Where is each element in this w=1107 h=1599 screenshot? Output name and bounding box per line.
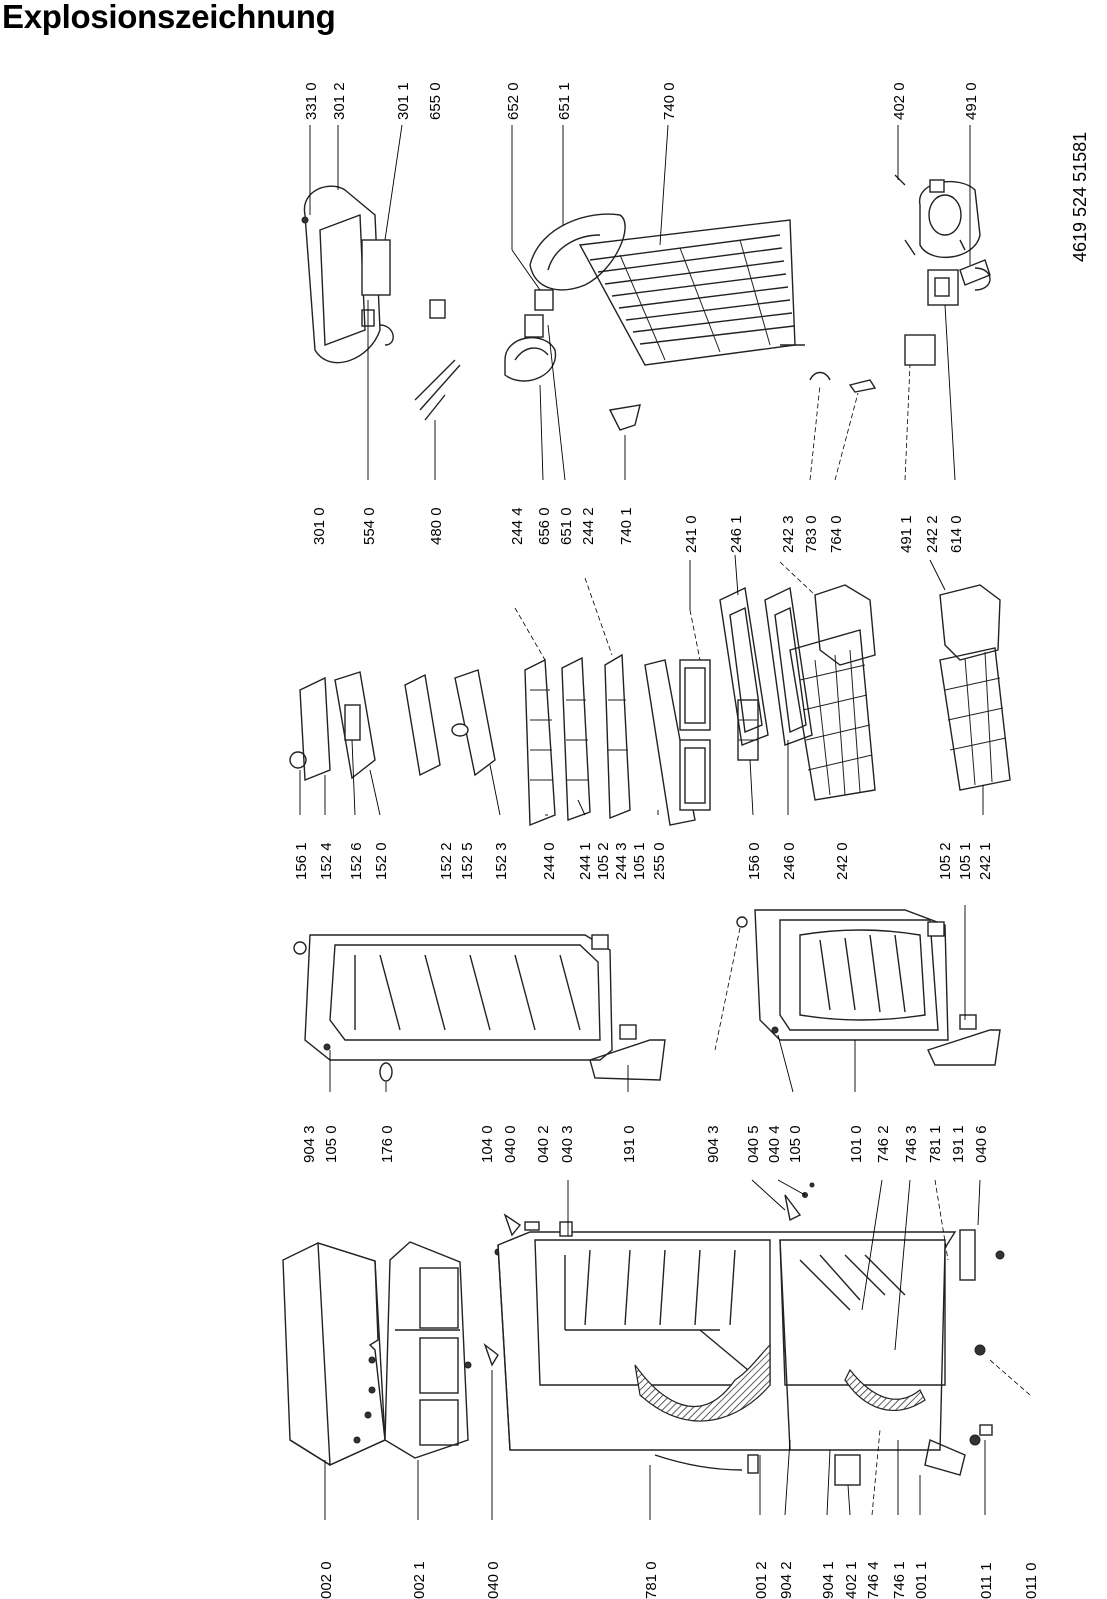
part-label: 244 1	[577, 842, 594, 880]
fridge-door-drawing	[736, 909, 1001, 1066]
part-label: 491 0	[963, 82, 980, 120]
part-label: 746 4	[865, 1561, 882, 1599]
part-label: 904 3	[301, 1125, 318, 1163]
shelves-drawing	[524, 653, 631, 827]
part-label: 191 1	[950, 1125, 967, 1163]
part-label: 101 0	[848, 1125, 865, 1163]
part-label: 746 3	[903, 1125, 920, 1163]
freezer-door-drawing	[293, 934, 666, 1082]
part-label: 011 0	[1023, 1563, 1040, 1599]
part-label: 105 0	[323, 1125, 340, 1163]
part-label: 652 0	[505, 82, 522, 120]
part-label: 746 1	[891, 1561, 908, 1599]
part-label: 152 2	[438, 842, 455, 880]
part-label: 402 0	[891, 82, 908, 120]
relay-starter-drawing	[904, 259, 991, 366]
part-label: 781 1	[927, 1125, 944, 1163]
part-label: 255 0	[651, 842, 668, 880]
part-label: 301 2	[331, 82, 348, 120]
part-label: 152 4	[318, 842, 335, 880]
freezer-basket-lower-drawing	[939, 584, 1011, 791]
part-label: 242 2	[924, 515, 941, 553]
part-label: 040 4	[766, 1125, 783, 1163]
compressor-drawing	[894, 174, 981, 259]
part-label: 244 2	[580, 507, 597, 545]
door-bins-drawing	[289, 669, 496, 782]
freezer-shelves-drawing	[719, 586, 813, 761]
part-label: 105 1	[957, 842, 974, 880]
part-label: 156 1	[293, 842, 310, 880]
part-label: 191 0	[621, 1125, 638, 1163]
part-label: 040 2	[535, 1125, 552, 1163]
part-label: 331 0	[303, 82, 320, 120]
part-label: 242 0	[834, 842, 851, 880]
pipes-drawing	[809, 371, 877, 393]
part-label: 152 6	[348, 842, 365, 880]
part-label: 655 0	[427, 82, 444, 120]
part-label: 301 1	[395, 82, 412, 120]
part-label: 040 3	[559, 1125, 576, 1163]
crisper-drawers-drawing	[644, 659, 711, 826]
part-label: 242 1	[977, 842, 994, 880]
part-label: 904 2	[778, 1561, 795, 1599]
part-label: 242 3	[780, 515, 797, 553]
part-label: 105 0	[787, 1125, 804, 1163]
part-label: 301 0	[311, 507, 328, 545]
part-label: 246 1	[728, 515, 745, 553]
part-label: 040 6	[973, 1125, 990, 1163]
part-label: 002 0	[318, 1561, 335, 1599]
part-label: 241 0	[683, 515, 700, 553]
document-number: 4619 524 51581	[1070, 132, 1090, 262]
part-label: 105 2	[937, 842, 954, 880]
part-label: 152 5	[459, 842, 476, 880]
part-labels: 002 0 002 1 040 0 781 0 001 2 904 2 904 …	[293, 82, 1090, 1599]
part-label: 764 0	[828, 515, 845, 553]
part-label: 656 0	[536, 507, 553, 545]
part-label: 152 3	[493, 842, 510, 880]
fan-assembly-drawing	[504, 213, 641, 431]
top-cover-drawing	[282, 1242, 386, 1467]
worktop-frame-drawing	[384, 1241, 502, 1459]
part-label: 040 0	[485, 1561, 502, 1599]
part-label: 244 0	[541, 842, 558, 880]
part-label: 105 2	[595, 842, 612, 880]
part-label: 246 0	[781, 842, 798, 880]
part-label: 904 3	[705, 1125, 722, 1163]
part-label: 781 0	[643, 1561, 660, 1599]
part-label: 040 5	[745, 1125, 762, 1163]
leader-lines	[299, 124, 1031, 1520]
part-label: 402 1	[843, 1561, 860, 1599]
part-label: 001 1	[913, 1561, 930, 1599]
part-label: 152 0	[373, 842, 390, 880]
part-label: 740 0	[661, 82, 678, 120]
part-label: 740 1	[618, 507, 635, 545]
part-label: 105 1	[631, 842, 648, 880]
part-label: 491 1	[898, 515, 915, 553]
diagram-title: Explosionszeichnung	[2, 0, 336, 35]
part-label: 554 0	[361, 507, 378, 545]
part-label: 176 0	[379, 1125, 396, 1163]
part-label: 104 0	[479, 1125, 496, 1163]
hinge-parts-drawing	[483, 1182, 1005, 1486]
condenser-drawing	[578, 219, 805, 366]
part-label: 904 1	[820, 1561, 837, 1599]
part-label: 001 2	[753, 1561, 770, 1599]
part-label: 746 2	[875, 1125, 892, 1163]
part-label: 783 0	[803, 515, 820, 553]
freezer-basket-upper-drawing	[789, 584, 876, 801]
part-label: 156 0	[746, 842, 763, 880]
part-label: 651 1	[556, 82, 573, 120]
part-label: 244 4	[509, 507, 526, 545]
part-label: 244 3	[613, 842, 630, 880]
part-label: 651 0	[558, 507, 575, 545]
part-label: 040 0	[502, 1125, 519, 1163]
part-label: 480 0	[428, 507, 445, 545]
control-panel-drawing	[301, 185, 461, 421]
part-label: 011 1	[978, 1563, 995, 1599]
cabinet-body-drawing	[497, 1231, 957, 1451]
part-label: 002 1	[411, 1561, 428, 1599]
part-label: 614 0	[948, 515, 965, 553]
